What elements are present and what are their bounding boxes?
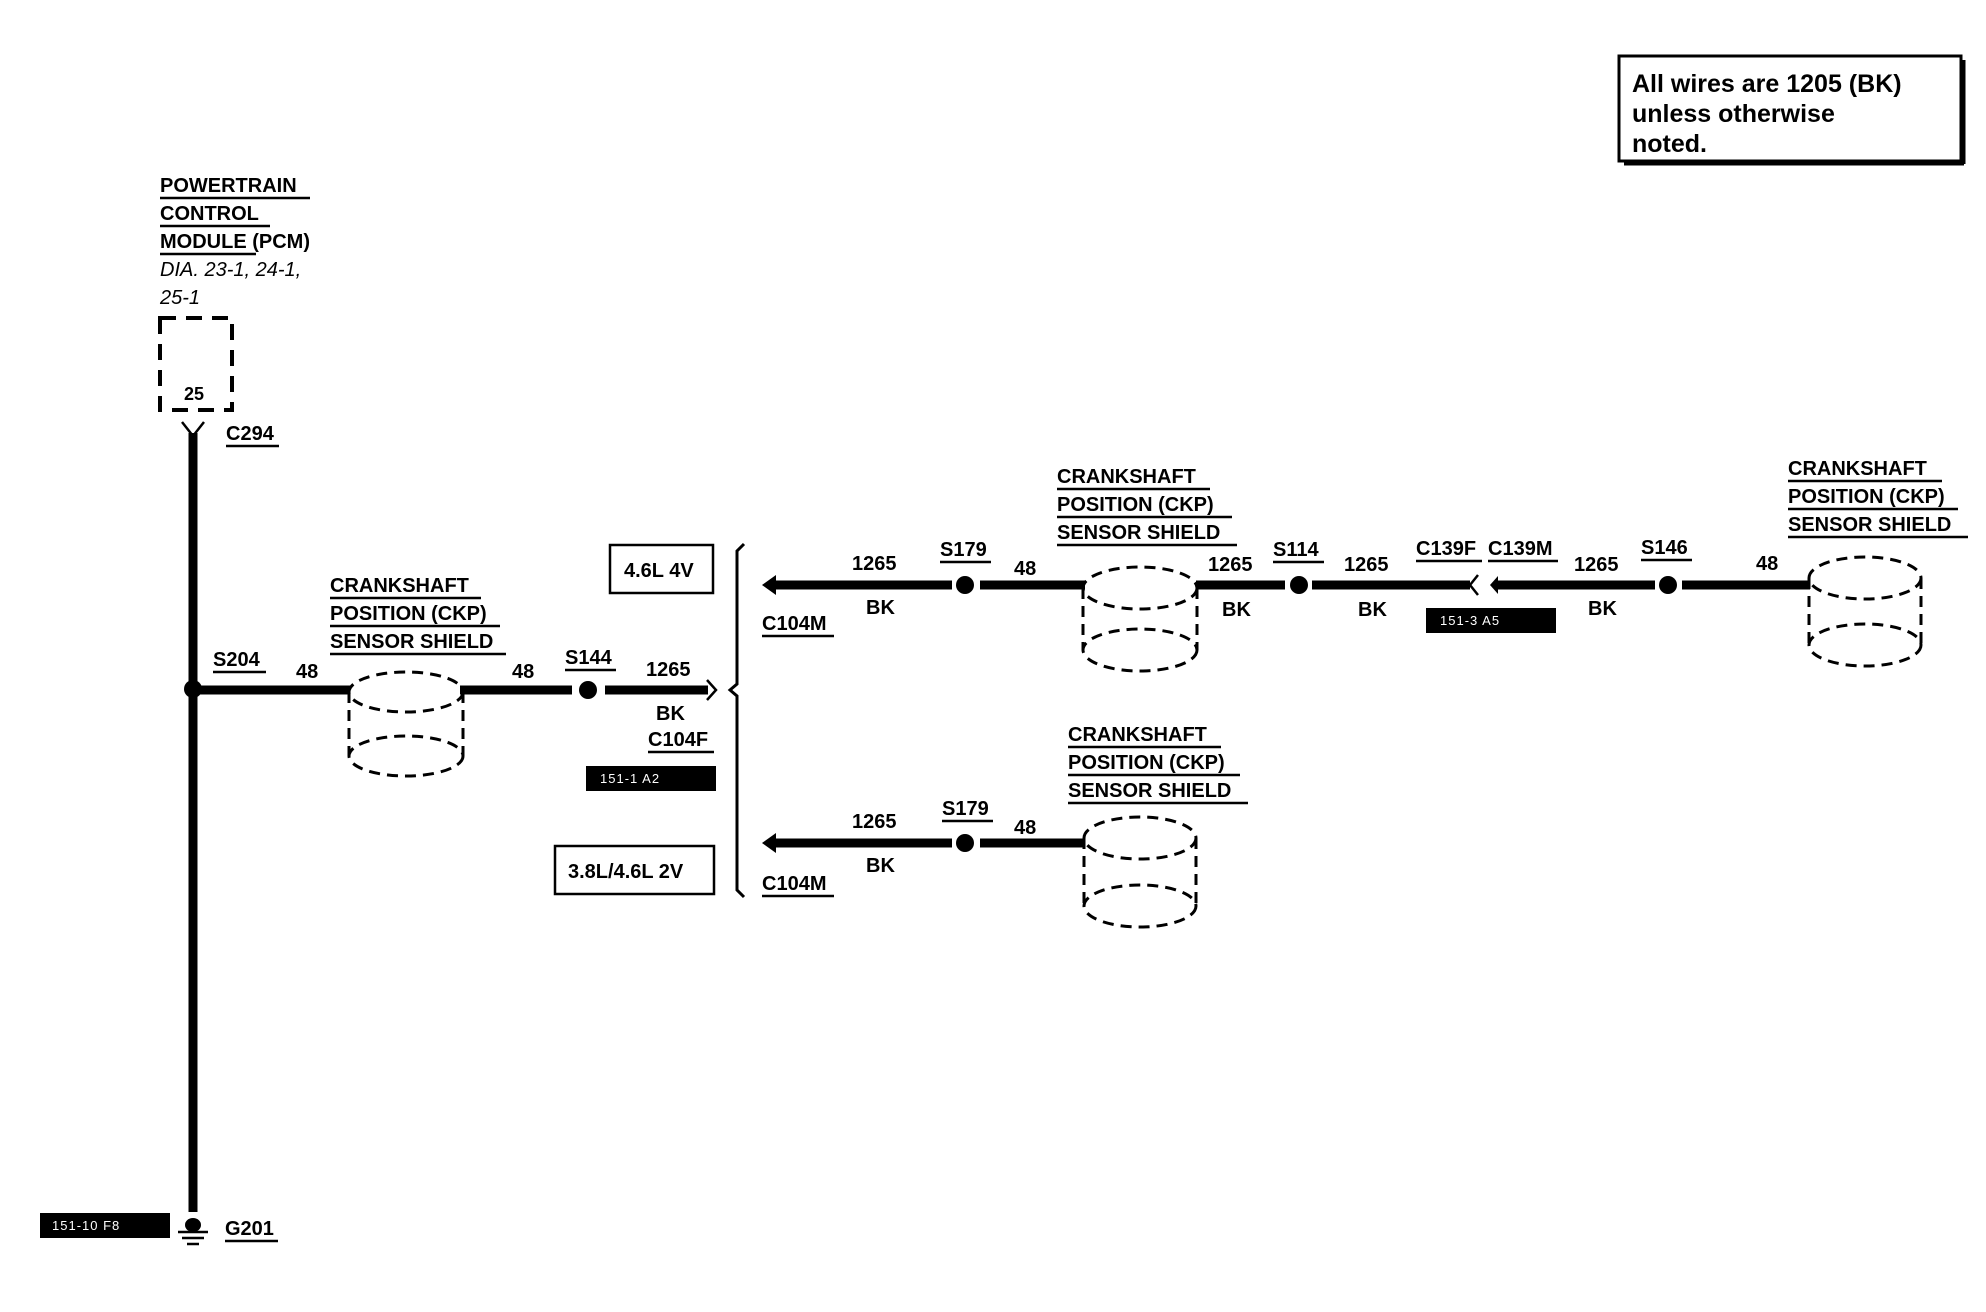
shield1-line-1: CRANKSHAFT (330, 575, 469, 597)
shield2-line-1: CRANKSHAFT (1057, 466, 1196, 488)
shield4-line-1: CRANKSHAFT (1068, 724, 1207, 746)
engine-4v-label: 4.6L 4V (624, 560, 694, 582)
ckp-shield-2: CRANKSHAFT POSITION (CKP) SENSOR SHIELD (1057, 466, 1237, 673)
ref-151-1-a2: 151-1 A2 (600, 771, 660, 786)
wire-bk-f: BK (866, 855, 895, 877)
splice-s179-b (956, 834, 974, 852)
splice-s179-a (956, 576, 974, 594)
wire-1265-b: 1265 (852, 553, 897, 575)
pcm-title-3: MODULE (PCM) (160, 231, 310, 253)
pcm-title-1: POWERTRAIN (160, 175, 297, 197)
ref-151-3-a5: 151-3 A5 (1440, 613, 1500, 628)
shield4-line-3: SENSOR SHIELD (1068, 780, 1231, 802)
shield1-line-3: SENSOR SHIELD (330, 631, 493, 653)
wire-1265-d: 1265 (1344, 554, 1389, 576)
shield3-line-1: CRANKSHAFT (1788, 458, 1927, 480)
pcm-pin: 25 (184, 384, 204, 404)
note-line-1: All wires are 1205 (BK) (1632, 70, 1902, 98)
wire-1265-c: 1265 (1208, 554, 1253, 576)
wire-48-d: 48 (1756, 553, 1778, 575)
connector-c104m-1: C104M (762, 613, 826, 635)
wire-bk-a: BK (656, 703, 685, 725)
wire-48-b: 48 (512, 661, 534, 683)
splice-s204-label: S204 (213, 649, 261, 671)
ground-g201: 151-10 F8 G201 (40, 1213, 278, 1246)
wire-color-note: All wires are 1205 (BK) unless otherwise… (1617, 54, 1966, 166)
wire-bk-b: BK (866, 597, 895, 619)
connector-c104m-2: C104M (762, 873, 826, 895)
shield3-line-3: SENSOR SHIELD (1788, 514, 1951, 536)
note-line-2: unless otherwise (1632, 100, 1835, 128)
splice-s146-label: S146 (1641, 537, 1688, 559)
ground-ref: 151-10 F8 (52, 1218, 120, 1233)
shield1-line-2: POSITION (CKP) (330, 603, 487, 625)
shield4-line-2: POSITION (CKP) (1068, 752, 1225, 774)
shield2-line-3: SENSOR SHIELD (1057, 522, 1220, 544)
ckp-shield-3: CRANKSHAFT POSITION (CKP) SENSOR SHIELD (1788, 458, 1968, 668)
ckp-shield-1: CRANKSHAFT POSITION (CKP) SENSOR SHIELD (330, 575, 506, 778)
wire-bk-e: BK (1588, 598, 1617, 620)
pcm-dia-1: DIA. 23-1, 24-1, (160, 259, 301, 281)
wire-48-a: 48 (296, 661, 318, 683)
wire-bk-c: BK (1222, 599, 1251, 621)
splice-s146 (1659, 576, 1677, 594)
shield2-line-2: POSITION (CKP) (1057, 494, 1214, 516)
splice-s179-b-label: S179 (942, 798, 989, 820)
splice-s179-a-label: S179 (940, 539, 987, 561)
wire-48-e: 48 (1014, 817, 1036, 839)
wire-1265-a: 1265 (646, 659, 691, 681)
ckp-shield-4: CRANKSHAFT POSITION (CKP) SENSOR SHIELD (1068, 724, 1248, 929)
connector-c294: C294 (226, 423, 275, 445)
splice-s114 (1290, 576, 1308, 594)
wire-1265-f: 1265 (852, 811, 897, 833)
pcm-title-2: CONTROL (160, 203, 259, 225)
engine-box-4v: 4.6L 4V (608, 543, 715, 595)
connector-c139f: C139F (1416, 538, 1476, 560)
note-line-3: noted. (1632, 130, 1707, 158)
engine-2v-label: 3.8L/4.6L 2V (568, 861, 684, 883)
splice-s144 (579, 681, 597, 699)
connector-c104f: C104F (648, 729, 708, 751)
ground-name: G201 (225, 1218, 274, 1240)
pcm-dia-2: 25-1 (159, 287, 200, 309)
wire-48-c: 48 (1014, 558, 1036, 580)
wire-bk-d: BK (1358, 599, 1387, 621)
pcm-block: POWERTRAIN CONTROL MODULE (PCM) DIA. 23-… (158, 175, 310, 412)
engine-box-2v: 3.8L/4.6L 2V (553, 844, 716, 896)
shield3-line-2: POSITION (CKP) (1788, 486, 1945, 508)
splice-s114-label: S114 (1273, 539, 1319, 561)
splice-s144-label: S144 (565, 647, 613, 669)
connector-c139m: C139M (1488, 538, 1552, 560)
wire-1265-e: 1265 (1574, 554, 1619, 576)
